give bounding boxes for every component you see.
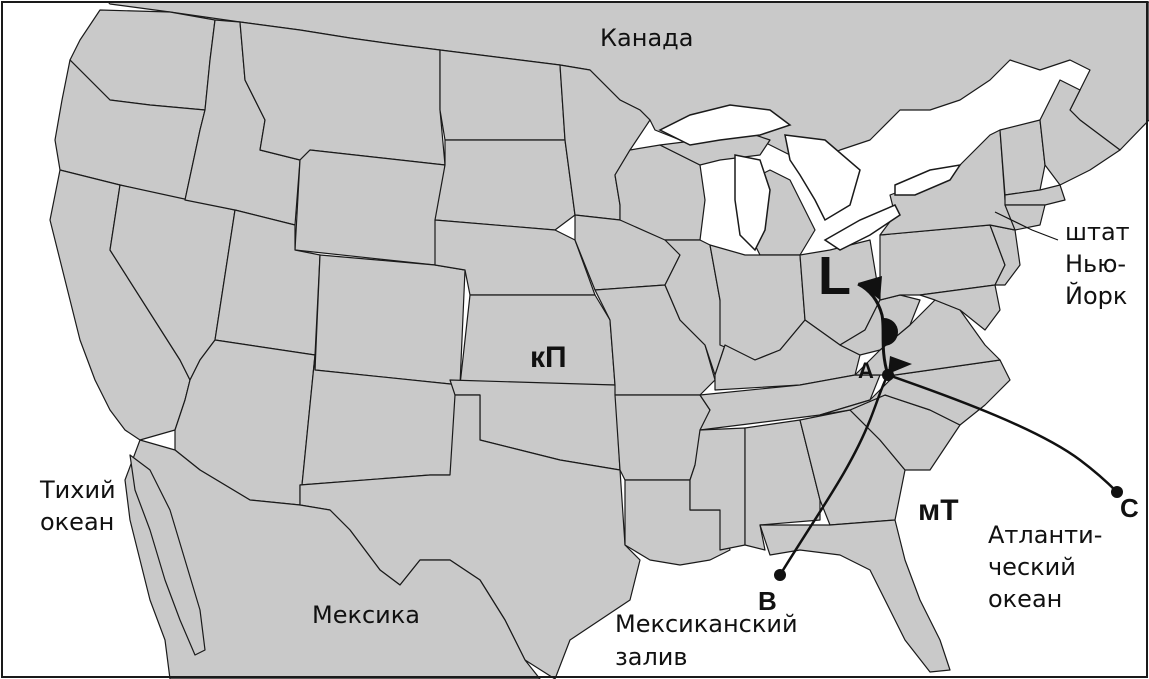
- label-gulf-2: залив: [615, 643, 688, 671]
- occluded-front: [857, 282, 890, 376]
- label-atlantic-1: Атланти-: [988, 521, 1102, 549]
- label-pacific-1: Тихий: [39, 476, 116, 504]
- label-atlantic-3: океан: [988, 585, 1062, 613]
- label-point-c: C: [1120, 493, 1139, 523]
- mexico-land: [124, 439, 541, 679]
- lake-huron: [784, 134, 861, 222]
- state-south-dakota: [434, 139, 576, 231]
- route-a-to-c: [887, 373, 1118, 493]
- label-canada: Канада: [600, 24, 693, 52]
- lake-erie: [823, 204, 901, 251]
- label-point-b: B: [758, 586, 777, 616]
- label-mexico: Мексика: [312, 601, 420, 629]
- label-airmass-mt: мТ: [918, 494, 959, 527]
- label-airmass-cp: кП: [530, 341, 567, 374]
- label-atlantic-2: ческий: [988, 553, 1076, 581]
- lake-michigan: [734, 154, 771, 252]
- ny-leader-line: [994, 211, 1059, 241]
- label-point-a: A: [858, 358, 874, 383]
- label-ny-1: штат: [1065, 218, 1130, 246]
- label-pacific-2: океан: [40, 508, 114, 536]
- warm-front-semicircle: [884, 318, 898, 346]
- lake-superior: [658, 104, 792, 146]
- point-a-marker: [882, 369, 894, 381]
- state-maine: [1039, 79, 1121, 186]
- state-colorado: [314, 254, 466, 386]
- label-low-pressure: L: [818, 246, 851, 306]
- state-north-carolina: [819, 359, 1011, 426]
- label-ny-3: Йорк: [1065, 281, 1127, 310]
- cold-front-triangle-1: [858, 276, 882, 300]
- cold-front-triangle-2: [888, 356, 912, 374]
- point-b-marker: [774, 569, 786, 581]
- label-ny-2: Нью-: [1065, 250, 1126, 278]
- point-c-marker: [1111, 486, 1123, 498]
- route-b-to-a: [778, 374, 890, 576]
- state-north-dakota: [439, 49, 566, 141]
- lake-ontario: [894, 163, 962, 196]
- baja-peninsula: [129, 454, 206, 656]
- state-wyoming: [294, 149, 446, 266]
- state-florida: [759, 519, 951, 673]
- state-connecticut: [1004, 204, 1046, 231]
- state-vermont-nh: [999, 119, 1046, 196]
- label-gulf-1: Мексиканский: [615, 610, 798, 638]
